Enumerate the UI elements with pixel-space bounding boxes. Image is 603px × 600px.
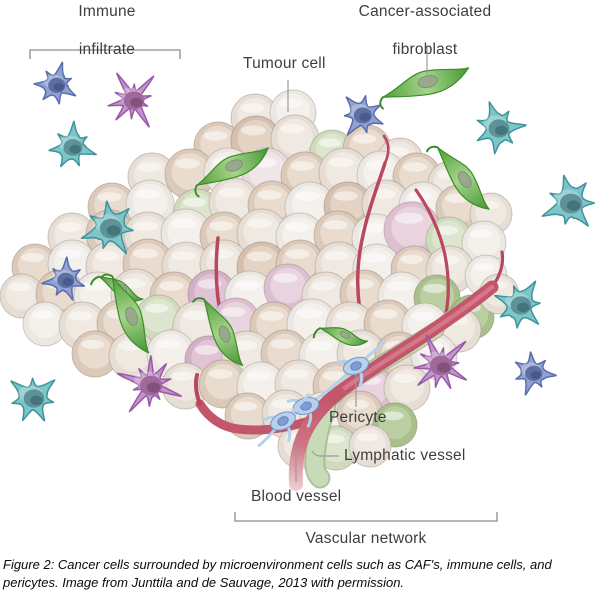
immune-cell-teal <box>80 200 134 255</box>
immune-cell-blue <box>41 256 86 301</box>
label-vascular-network: Vascular network <box>305 530 427 547</box>
label-immune-infiltrate: Immune infiltrate <box>37 3 177 60</box>
tumour-cell <box>22 301 68 347</box>
cancer-associated-fibroblast-cell <box>100 273 150 354</box>
cancer-associated-fibroblast-cell <box>194 147 269 198</box>
vascular-network-bracket <box>234 512 498 522</box>
immune-cell-purple <box>116 355 183 413</box>
tumour-cell <box>348 424 392 468</box>
tumour-cell <box>198 359 248 409</box>
immune-infiltrate-line1: Immune <box>78 3 136 20</box>
cancer-associated-fibroblast-cell <box>426 145 490 210</box>
illustration-canvas <box>0 46 596 522</box>
tumour-cell <box>146 329 196 379</box>
blood-vessel-branch <box>382 134 390 165</box>
caf-line1: Cancer-associated <box>358 3 492 20</box>
label-cancer-associated-fibroblast: Cancer-associated fibroblast <box>337 3 513 60</box>
immune-cell-purple <box>107 72 155 128</box>
label-lymphatic-vessel: Lymphatic vessel <box>344 447 466 464</box>
immune-cell-blue <box>33 61 77 105</box>
blood-vessel-left-branch <box>195 399 317 435</box>
label-tumour-cell: Tumour cell <box>243 55 326 72</box>
immune-infiltrate-bracket <box>29 49 181 59</box>
pericyte-cells <box>257 340 386 447</box>
tumour-cell-cluster-back <box>0 89 520 340</box>
immune-cell-teal <box>48 120 97 168</box>
annotation-lines <box>29 46 498 522</box>
tumour-cell-cluster-front <box>22 294 482 471</box>
caf-line2: fibroblast <box>392 40 458 58</box>
tumour-cell <box>164 148 216 200</box>
cancer-associated-fibroblast-cell <box>192 297 244 367</box>
immune-cell-blue <box>514 351 557 396</box>
blood-vessel-branch <box>414 188 450 324</box>
immune-cell-blue <box>343 95 384 136</box>
immune-cell-teal <box>494 280 541 329</box>
label-pericyte: Pericyte <box>329 409 387 426</box>
immune-cell-purple <box>413 334 467 390</box>
tumour-cell <box>461 220 507 266</box>
lymphatic-pointer-line <box>311 450 339 457</box>
immune-infiltrate-line2: infiltrate <box>78 40 136 58</box>
label-blood-vessel: Blood vessel <box>251 488 342 505</box>
tumour-cell <box>71 330 119 378</box>
cancer-associated-fibroblast-cell <box>379 67 470 110</box>
tumour-cell <box>135 294 183 342</box>
immune-cells <box>10 61 596 422</box>
immune-cell-teal <box>476 101 527 155</box>
fibroblast-cells <box>90 67 490 367</box>
pericyte-cell <box>257 393 310 447</box>
tumour-cell <box>383 364 431 412</box>
cancer-associated-fibroblast-cell <box>312 327 369 347</box>
immune-cell-teal <box>10 377 56 422</box>
immune-cell-teal <box>541 174 596 227</box>
tumour-cell <box>270 114 320 164</box>
figure-caption: Figure 2: Cancer cells surrounded by mic… <box>3 557 552 591</box>
